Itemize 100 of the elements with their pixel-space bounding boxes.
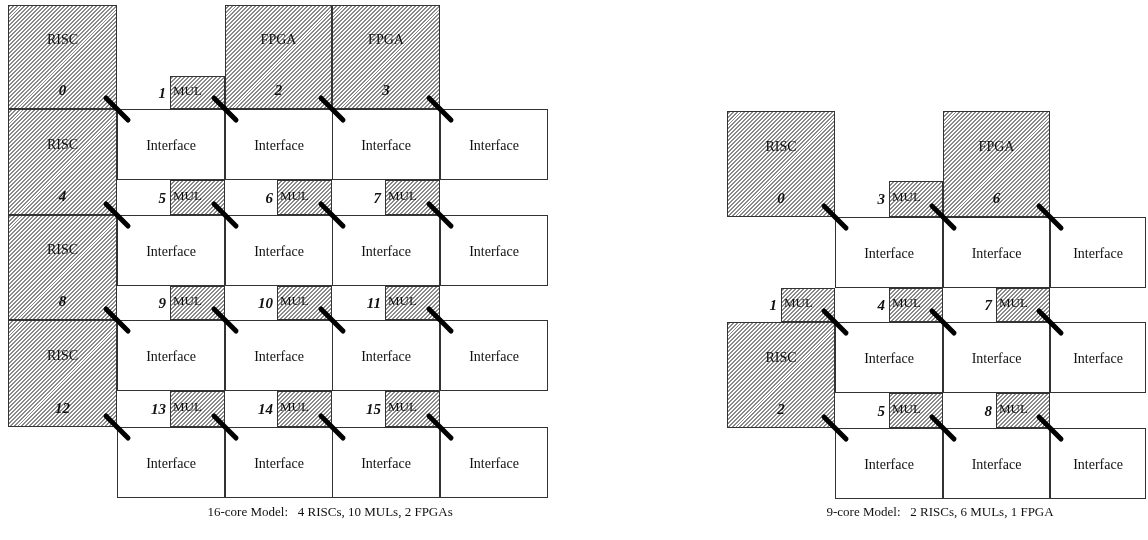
interface-box [440, 427, 548, 498]
core-type-label: MUL [388, 187, 417, 204]
core-type-label: MUL [280, 399, 309, 415]
core-type-label: MUL [173, 293, 202, 309]
core-box [225, 5, 332, 109]
core-type-label: MUL [892, 295, 921, 311]
interface-label: Interface [253, 137, 305, 154]
core-type-label: MUL [388, 399, 417, 415]
interface-label: Interface [145, 137, 197, 154]
core-type-label: MUL [173, 399, 202, 415]
caption-text: 9-core Model: 2 RISCs, 6 MULs, 1 FPGA [826, 504, 1054, 520]
core-number: 1 [157, 84, 166, 101]
interface-label: Interface [253, 348, 305, 365]
core-box [385, 286, 440, 320]
interface-box [332, 427, 440, 498]
core-box [277, 391, 332, 427]
core-number: 4 [57, 188, 68, 204]
interface-box [440, 109, 548, 180]
core-number: 9 [157, 295, 166, 311]
interface-label: Interface [145, 348, 197, 365]
interface-label: Interface [360, 455, 412, 472]
core-type-label: RISC [45, 347, 80, 364]
interface-label: Interface [468, 455, 520, 472]
interface-label: Interface [863, 456, 915, 473]
interface-label: Interface [360, 137, 412, 154]
core-type-label: MUL [999, 295, 1028, 311]
core-box [996, 393, 1050, 428]
core-number: 5 [157, 189, 166, 206]
core-number: 12 [54, 400, 71, 416]
core-number: 6 [264, 189, 273, 206]
core-type-label: RISC [764, 349, 798, 366]
core-number: 13 [150, 401, 166, 417]
core-box [8, 5, 117, 109]
core-type-label: FPGA [977, 138, 1016, 155]
core-number: 3 [381, 82, 391, 98]
interface-box [332, 109, 440, 180]
interface-label: Interface [863, 350, 915, 367]
core-box [170, 391, 225, 427]
core-type-label: MUL [999, 400, 1028, 417]
interface-label: Interface [863, 245, 915, 262]
core-type-label: RISC [45, 136, 80, 153]
core-type-label: MUL [892, 189, 921, 205]
interface-label: Interface [145, 455, 197, 472]
core-box [996, 288, 1050, 322]
core-box [385, 391, 440, 427]
interface-box [943, 322, 1050, 393]
core-number: 8 [57, 293, 68, 309]
interface-box [943, 217, 1050, 288]
interface-box [332, 215, 440, 286]
interface-box [225, 215, 333, 286]
core-box [277, 180, 332, 215]
interface-box [1050, 217, 1146, 288]
interface-label: Interface [1072, 245, 1124, 262]
interface-label: Interface [468, 243, 520, 260]
core-number: 8 [983, 402, 992, 419]
interface-label: Interface [145, 243, 197, 260]
core-box [170, 286, 225, 320]
core-box [277, 286, 332, 320]
core-number: 0 [776, 190, 786, 206]
core-type-label: MUL [280, 293, 309, 309]
interface-box [1050, 428, 1146, 499]
core-type-label: FPGA [259, 32, 298, 48]
interface-box [440, 320, 548, 391]
core-type-label: FPGA [367, 32, 405, 48]
interface-box [117, 320, 225, 391]
core-number: 15 [365, 401, 381, 417]
core-number: 14 [257, 401, 273, 417]
core-box [385, 180, 440, 215]
core-box [727, 111, 835, 217]
core-type-label: RISC [764, 138, 798, 155]
interface-label: Interface [253, 455, 305, 472]
interface-box [835, 322, 943, 393]
core-number: 2 [776, 401, 786, 417]
interface-box [117, 109, 225, 180]
interface-box [117, 215, 225, 286]
core-number: 3 [876, 191, 885, 207]
core-type-label: MUL [784, 295, 813, 311]
core-box [943, 111, 1050, 217]
core-box [170, 180, 225, 215]
core-box [8, 215, 117, 320]
interface-box [1050, 322, 1146, 393]
interface-label: Interface [360, 348, 412, 365]
interface-box [943, 428, 1050, 499]
interface-box [440, 215, 548, 286]
core-number: 11 [365, 295, 381, 311]
interface-label: Interface [1072, 456, 1124, 473]
interface-label: Interface [970, 350, 1023, 367]
interface-box [117, 427, 225, 498]
core-type-label: MUL [388, 293, 417, 309]
core-type-label: MUL [892, 400, 921, 417]
interface-label: Interface [1072, 350, 1124, 367]
core-number: 7 [372, 189, 381, 206]
core-number: 7 [983, 297, 992, 313]
core-number: 1 [768, 297, 777, 313]
interface-label: Interface [970, 456, 1023, 473]
core-box [170, 76, 225, 109]
core-type-label: MUL [173, 187, 202, 204]
core-box [889, 288, 943, 322]
core-box [727, 322, 835, 428]
core-type-label: MUL [173, 82, 202, 99]
